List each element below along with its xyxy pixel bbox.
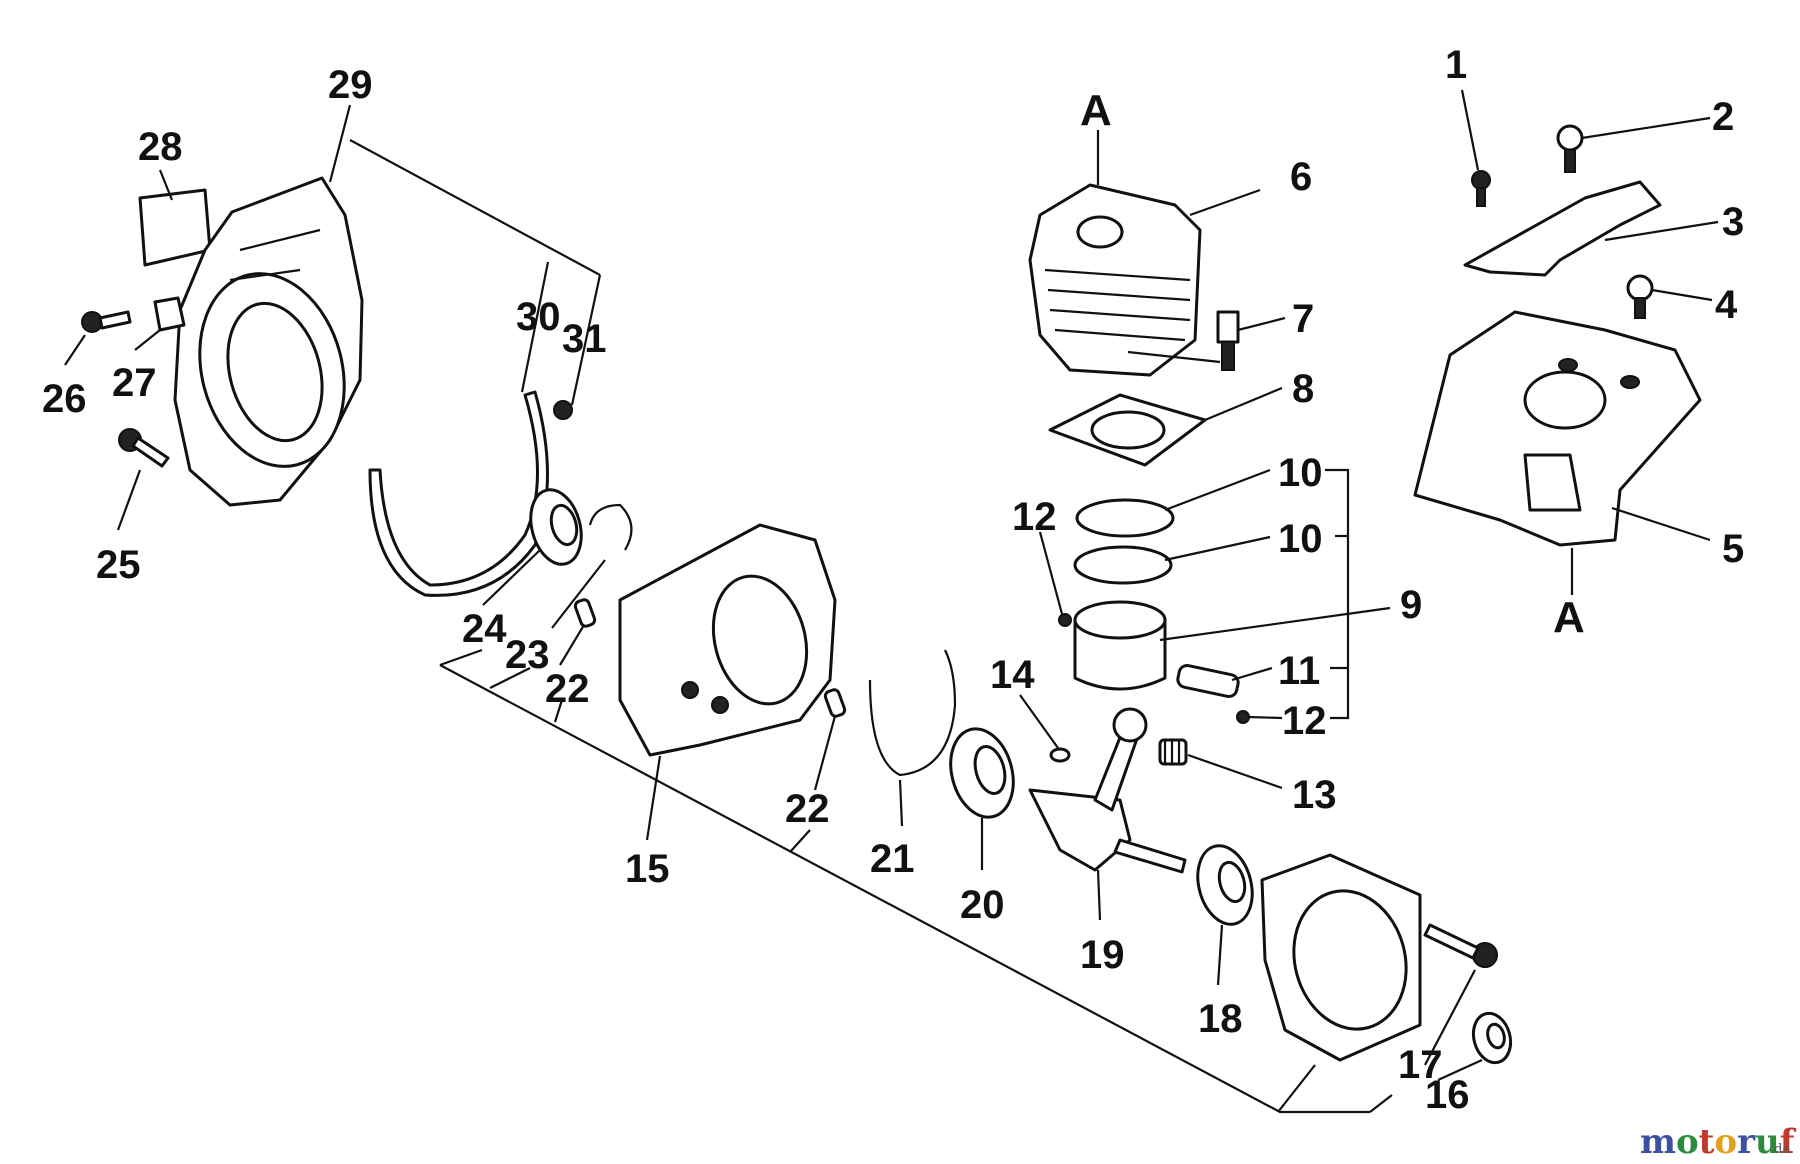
watermark-suffix: .de: [1770, 1142, 1790, 1157]
part-2-screw: [1556, 124, 1584, 173]
part-23-circlip: [588, 503, 633, 551]
watermark-letter: r: [1737, 1122, 1756, 1162]
part-26-screw: [81, 310, 132, 333]
watermark-letter: u: [1755, 1122, 1780, 1162]
part-22-dowel-pin: [573, 598, 597, 628]
part-10-piston-ring: [1073, 545, 1173, 585]
watermark-letter: m: [1640, 1122, 1676, 1162]
part-15-crankcase: [618, 523, 837, 757]
callout-14: 14: [990, 653, 1035, 697]
callout-5: 5: [1722, 527, 1744, 571]
part-29-fan-housing: [173, 176, 364, 507]
part-24-bearing: [529, 488, 583, 566]
part-4-screw: [1626, 274, 1654, 319]
watermark-letter: o: [1676, 1122, 1699, 1162]
callout-6: 6: [1290, 155, 1312, 199]
part-9-piston: [1073, 600, 1167, 691]
callout-22b: 22: [785, 787, 830, 831]
callout-19: 19: [1080, 933, 1125, 977]
callout-12a: 12: [1012, 495, 1057, 539]
watermark-logo: motoruf .de: [1640, 1122, 1797, 1162]
part-27-clip: [153, 296, 186, 332]
callout-8: 8: [1292, 367, 1314, 411]
callout-13: 13: [1292, 773, 1337, 817]
part-11-piston-pin: [1176, 663, 1240, 699]
part-30-shroud: [368, 390, 549, 597]
callout-23: 23: [505, 633, 550, 677]
part-17-crankcase-half: [1260, 853, 1422, 1062]
callout-16: 16: [1425, 1073, 1470, 1117]
part-16-seal: [1471, 1011, 1513, 1065]
callout-20: 20: [960, 883, 1005, 927]
part-10-piston-ring: [1075, 498, 1175, 538]
part-22-dowel-pin: [823, 688, 847, 718]
callout-26: 26: [42, 377, 87, 421]
callout-17: 17: [1398, 1043, 1443, 1087]
callout-4: 4: [1715, 283, 1738, 327]
callout-11: 11: [1278, 649, 1320, 693]
leader-lines: [64, 89, 1719, 1114]
callout-28: 28: [138, 125, 183, 169]
part-8-gasket: [1048, 393, 1207, 467]
part-18-bearing: [1196, 844, 1254, 926]
part-21-gasket: [868, 649, 957, 777]
watermark-letter: o: [1714, 1122, 1737, 1162]
part-17-bolt: [1423, 923, 1498, 968]
part-12-clip: [1058, 613, 1072, 627]
part-12-clip: [1236, 710, 1250, 724]
part-31-screw: [553, 400, 573, 420]
part-1-screw: [1471, 170, 1491, 207]
callout-2: 2: [1712, 95, 1734, 139]
part-25-screw: [118, 428, 170, 468]
part-5-cylinder-cover: [1413, 310, 1702, 547]
part-3-bracket: [1463, 180, 1662, 277]
part-14-key: [1049, 747, 1071, 763]
part-19-crankshaft: [1028, 707, 1187, 874]
callout-25: 25: [96, 543, 141, 587]
callout-10b: 10: [1278, 517, 1323, 561]
callout-24: 24: [462, 607, 507, 651]
reference-marker-bottom: A: [1553, 593, 1585, 642]
callout-21: 21: [870, 837, 915, 881]
part-13-needle-bearing: [1158, 738, 1188, 766]
callout-labels: 1 2 3 4 5 6 7 8 9 10 10 11 12 12 13 14 1…: [42, 43, 1744, 1117]
callout-15: 15: [625, 847, 670, 891]
callout-30: 30: [516, 295, 561, 339]
part-28-decal: [138, 188, 212, 267]
part-20-bearing: [949, 727, 1015, 819]
watermark-letter: f: [1780, 1122, 1797, 1162]
callout-1: 1: [1445, 43, 1467, 87]
callout-27: 27: [112, 361, 157, 405]
callout-22a: 22: [545, 667, 590, 711]
callout-18: 18: [1198, 997, 1243, 1041]
reference-marker-top: A: [1080, 86, 1112, 135]
callout-12b: 12: [1282, 699, 1327, 743]
callout-3: 3: [1722, 200, 1744, 244]
callout-29: 29: [328, 63, 373, 107]
callout-31: 31: [562, 317, 607, 361]
part-7-spark-plug: [1216, 310, 1240, 371]
watermark-letter: t: [1699, 1122, 1715, 1162]
callout-9: 9: [1400, 583, 1422, 627]
svg-text:motoruf: motoruf: [1640, 1122, 1797, 1162]
part-6-cylinder: [1028, 183, 1202, 377]
callout-7: 7: [1292, 297, 1314, 341]
callout-10a: 10: [1278, 451, 1323, 495]
